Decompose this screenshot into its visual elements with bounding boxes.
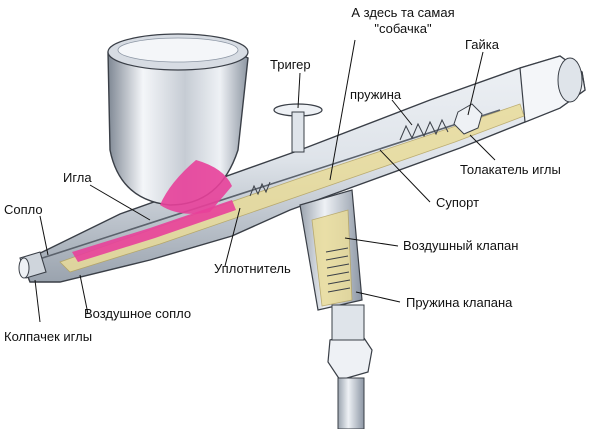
label-tolkatel: Толакатель иглы	[460, 162, 561, 177]
air-valve-handle	[299, 189, 373, 429]
label-suport: Супорт	[436, 195, 480, 210]
label-igla: Игла	[63, 170, 92, 185]
label-vozdushny-klapan: Воздушный клапан	[403, 238, 519, 253]
label-sobachka: А здесь та самая "собачка"	[338, 5, 468, 37]
leader-lines	[34, 39, 496, 323]
label-soplo: Сопло	[4, 202, 43, 217]
label-triger: Тригер	[270, 57, 311, 72]
airbrush-body	[18, 55, 586, 283]
paint-cup	[107, 33, 249, 214]
label-vozdushnoe-soplo: Воздушное сопло	[84, 306, 192, 321]
label-pruzhina: пружина	[350, 87, 402, 102]
label-sobachka-line1: А здесь та самая	[351, 5, 455, 20]
label-uplotnitel: Уплотнитель	[214, 261, 291, 276]
trigger	[273, 103, 323, 153]
label-gayka: Гайка	[465, 37, 500, 52]
label-kolpachek: Колпачек иглы	[4, 329, 93, 344]
label-sobachka-line2: "собачка"	[374, 21, 432, 37]
label-pruzhina-klapana: Пружина клапана	[406, 295, 513, 310]
